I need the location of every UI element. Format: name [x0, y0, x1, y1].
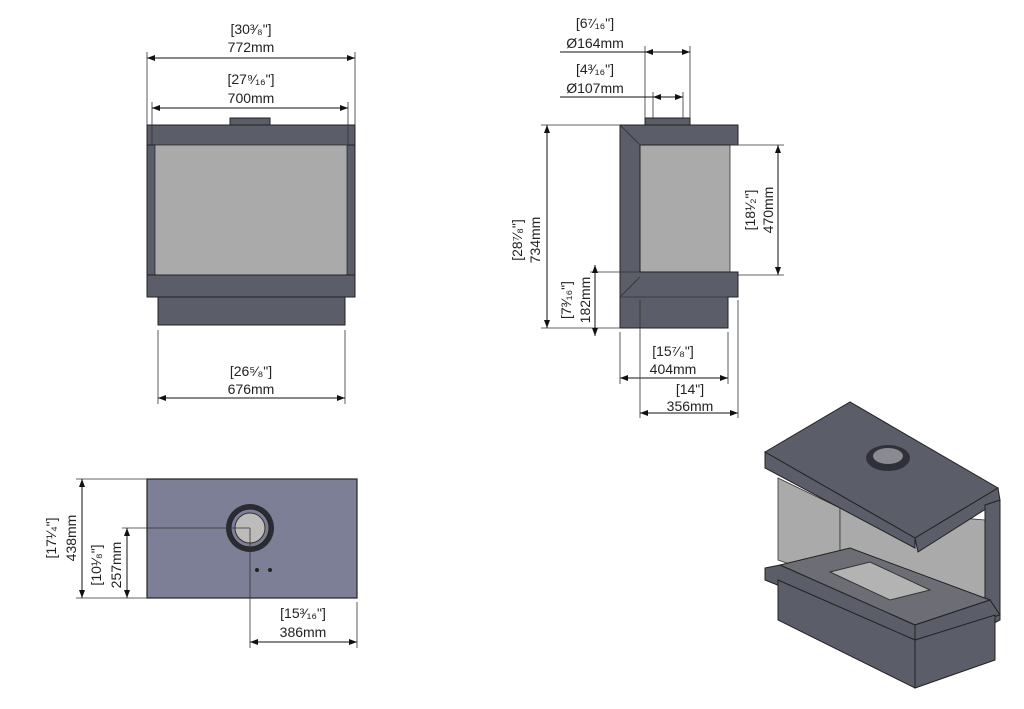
- dim-label: 676mm: [228, 381, 275, 397]
- side-view: [6⁷⁄₁₆"] Ø164mm [4³⁄₁₆"] Ø107mm [28⁷⁄₈"]…: [509, 15, 784, 418]
- dim-label: [27⁹⁄₁₆"]: [227, 71, 274, 87]
- dim-label: [30³⁄₈"]: [230, 21, 271, 37]
- iso-right-post: [984, 499, 1001, 629]
- dim-label: 356mm: [667, 398, 714, 414]
- dim-label: 257mm: [108, 542, 124, 589]
- dim-label: 386mm: [280, 624, 327, 640]
- base: [157, 296, 346, 326]
- dim-label: 772mm: [228, 39, 275, 55]
- dim-label: Ø164mm: [566, 35, 624, 51]
- side-frame: [619, 124, 739, 329]
- dim-label: 734mm: [527, 217, 543, 264]
- dim-label: 182mm: [577, 277, 593, 324]
- dim-label: [28⁷⁄₈"]: [509, 219, 525, 261]
- dim-label: [14"]: [676, 381, 704, 397]
- dim-label: [4³⁄₁₆"]: [576, 61, 614, 77]
- right-frame: [346, 144, 356, 278]
- dim-label: 438mm: [63, 515, 79, 562]
- dim-label: [26⁵⁄₈"]: [230, 363, 272, 379]
- dim-label: [6⁷⁄₁₆"]: [576, 15, 614, 31]
- dim-label: [7³⁄₁₆"]: [558, 281, 574, 319]
- dim-label: [10¹⁄₈"]: [88, 544, 104, 585]
- front-view: [30³⁄₈"] 772mm [27⁹⁄₁₆"] 700mm [26⁵⁄₈"] …: [146, 21, 356, 404]
- dim-label: [18¹⁄₂"]: [742, 190, 758, 231]
- side-glass: [639, 144, 731, 273]
- dim-label: [17¹⁄₄"]: [43, 517, 59, 558]
- dim-label: 470mm: [760, 187, 776, 234]
- left-frame: [146, 144, 156, 278]
- dim-label: Ø107mm: [566, 80, 624, 96]
- bottom-frame: [146, 274, 356, 298]
- front-glass: [154, 144, 348, 276]
- iso-burner: [828, 561, 932, 601]
- top-frame: [146, 124, 356, 146]
- dim-label: [15³⁄₁₆"]: [280, 605, 326, 621]
- top-view: [17¹⁄₄"] 438mm [10¹⁄₈"] 257mm [15³⁄₁₆"] …: [43, 478, 358, 648]
- dim-label: 404mm: [650, 361, 697, 377]
- dim-label: 700mm: [228, 90, 275, 106]
- isometric-view: [764, 401, 1001, 689]
- dim-label: [15⁷⁄₈"]: [652, 343, 694, 359]
